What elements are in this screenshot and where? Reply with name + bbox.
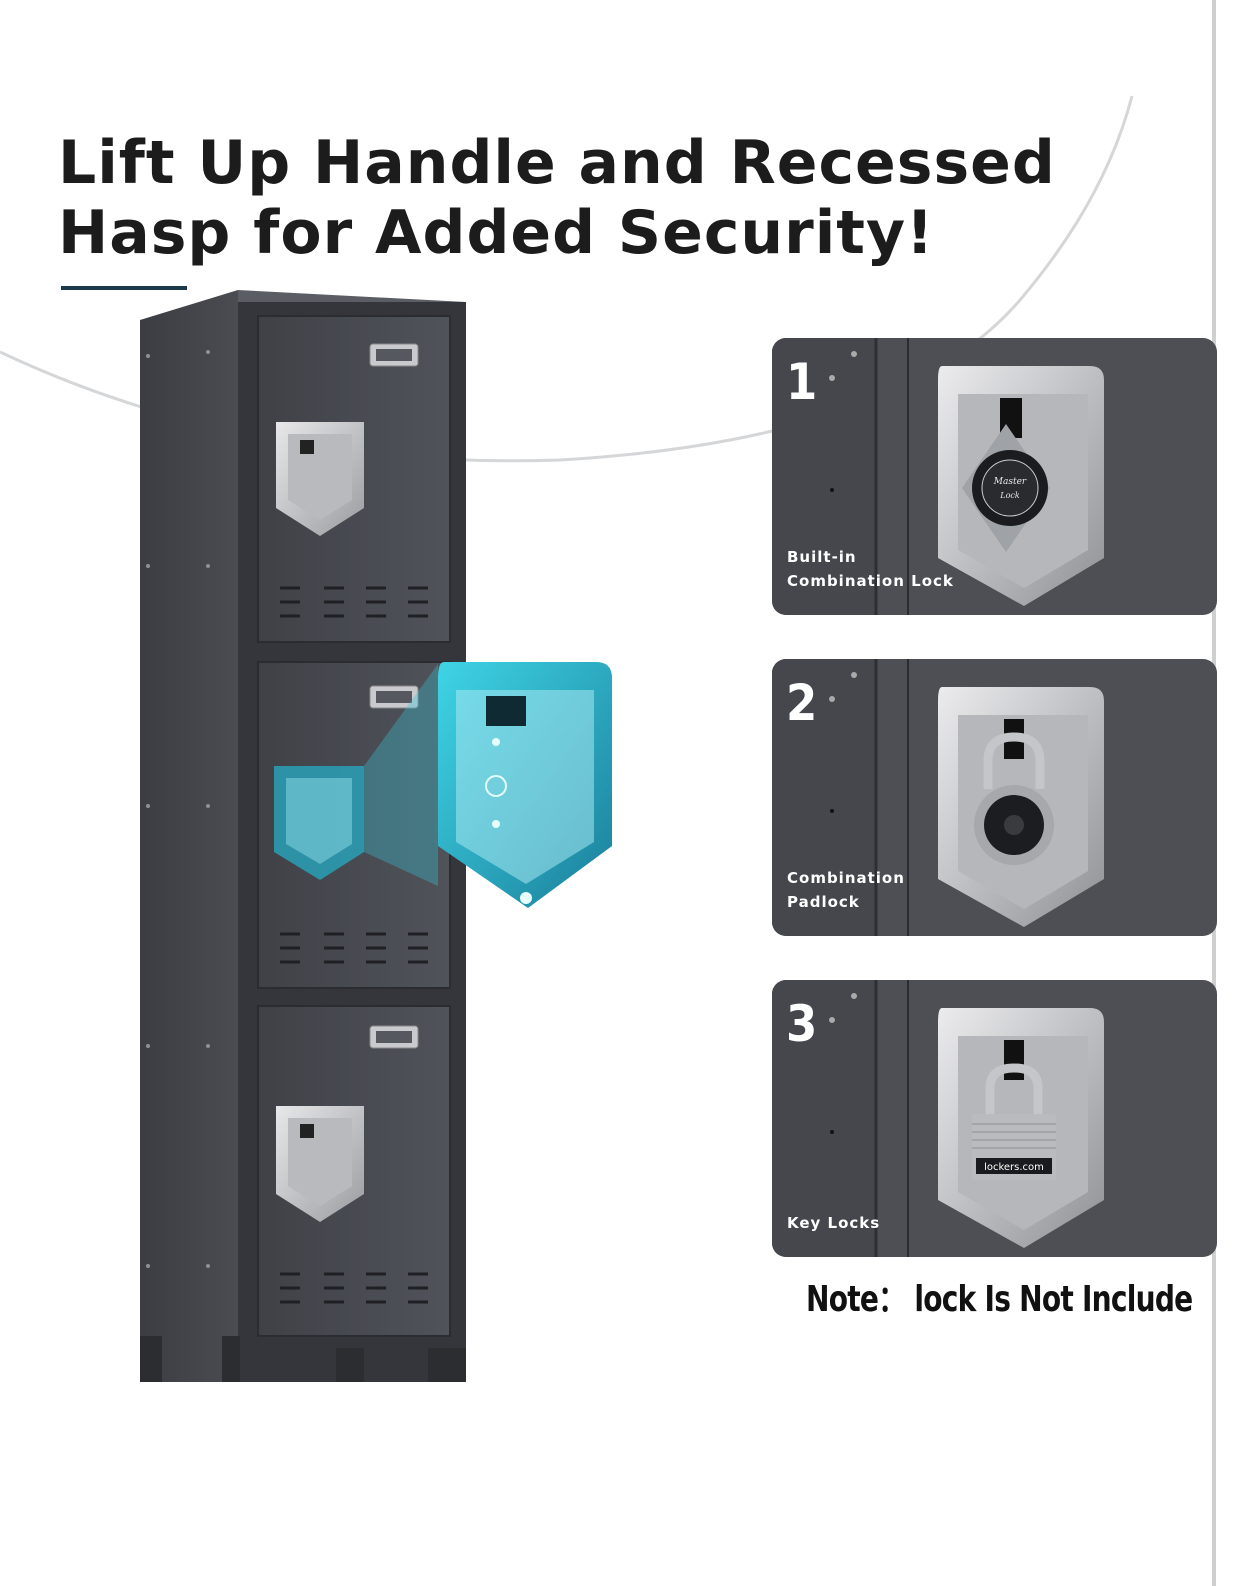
- headline-underline: [61, 286, 187, 290]
- caption-line-1: Combination: [787, 869, 905, 887]
- lock-option-caption: Key Locks: [787, 1211, 880, 1235]
- hasp-zoom-callout: [364, 662, 612, 908]
- step-number: 2: [786, 674, 818, 732]
- combination-padlock-icon: [974, 732, 1054, 865]
- locker-door-2: [257, 661, 451, 989]
- headline-line-1: Lift Up Handle and Recessed: [58, 128, 1056, 198]
- locker-legs: [140, 1336, 466, 1382]
- dial-combination-lock-icon: Master Lock: [962, 424, 1050, 552]
- caption-line-2: Combination Lock: [787, 572, 954, 590]
- svg-text:Master: Master: [993, 477, 1027, 487]
- lock-option-panel-3: lockers.com 3 Key Locks: [772, 980, 1217, 1257]
- step-number: 3: [786, 995, 818, 1053]
- lock-option-panel-1: Master Lock 1 Built-in Combination Lock: [772, 338, 1217, 615]
- caption-line-1: Built-in: [787, 548, 857, 566]
- page-headline: Lift Up Handle and Recessed Hasp for Add…: [58, 128, 1056, 268]
- lock-option-caption: Combination Padlock: [787, 866, 905, 914]
- lock-option-panel-2: 2 Combination Padlock: [772, 659, 1217, 936]
- lock-not-included-note: Note： lock Is Not Include: [806, 1279, 1193, 1320]
- lock-brand-label: lockers.com: [984, 1162, 1044, 1173]
- locker-illustration: [140, 290, 612, 1382]
- svg-text:Lock: Lock: [999, 491, 1020, 500]
- headline-line-2: Hasp for Added Security!: [58, 198, 935, 268]
- caption-line-2: Padlock: [787, 893, 860, 911]
- locker-door-1: [257, 315, 451, 643]
- caption-line-1: Key Locks: [787, 1214, 881, 1232]
- lock-option-caption: Built-in Combination Lock: [787, 545, 954, 593]
- step-number: 1: [786, 353, 818, 411]
- locker-door-3: [257, 1005, 451, 1337]
- keyed-padlock-icon: lockers.com: [972, 1063, 1056, 1180]
